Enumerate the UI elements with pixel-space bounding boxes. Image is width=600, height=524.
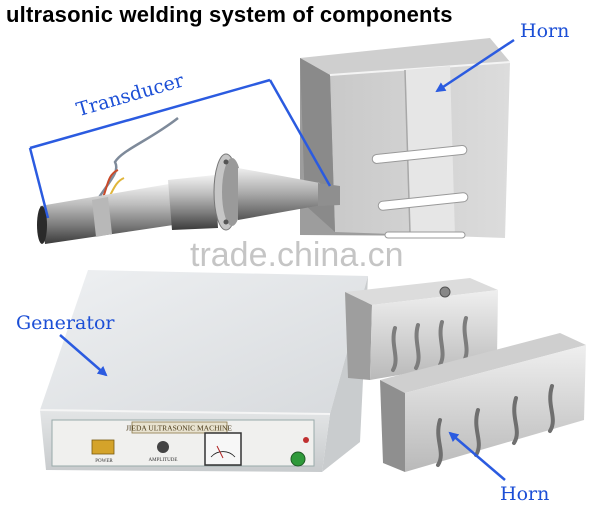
amplitude-knob	[157, 441, 169, 453]
horn-bottom-arrow	[448, 431, 506, 481]
horn-top-label: Horn	[520, 20, 570, 42]
amplitude-label: AMPLITUDE	[149, 458, 178, 463]
brand-logo	[91, 439, 115, 455]
generator-arrow	[59, 334, 108, 377]
start-button	[290, 451, 306, 467]
ammeter-gauge	[204, 432, 242, 466]
brand-plate-text: JIEDA ULTRASONIC MACHINE	[126, 424, 232, 433]
power-label: POWER	[95, 459, 113, 464]
bar-horns-image	[345, 278, 586, 472]
power-indicator	[303, 437, 309, 443]
generator-label: Generator	[16, 312, 115, 334]
watermark: trade.china.cn	[190, 236, 404, 274]
generator-image: JIEDA ULTRASONIC MACHINE AMPLITUDE POWER	[39, 270, 368, 472]
page-title: ultrasonic welding system of components	[6, 2, 453, 27]
horn-top-arrow	[435, 38, 515, 93]
callout-arrows	[59, 38, 515, 481]
large-horn-image	[300, 38, 511, 239]
horn-bottom-label: Horn	[500, 483, 550, 505]
transducer-image	[37, 117, 340, 244]
transducer-dimension-line	[28, 78, 332, 219]
